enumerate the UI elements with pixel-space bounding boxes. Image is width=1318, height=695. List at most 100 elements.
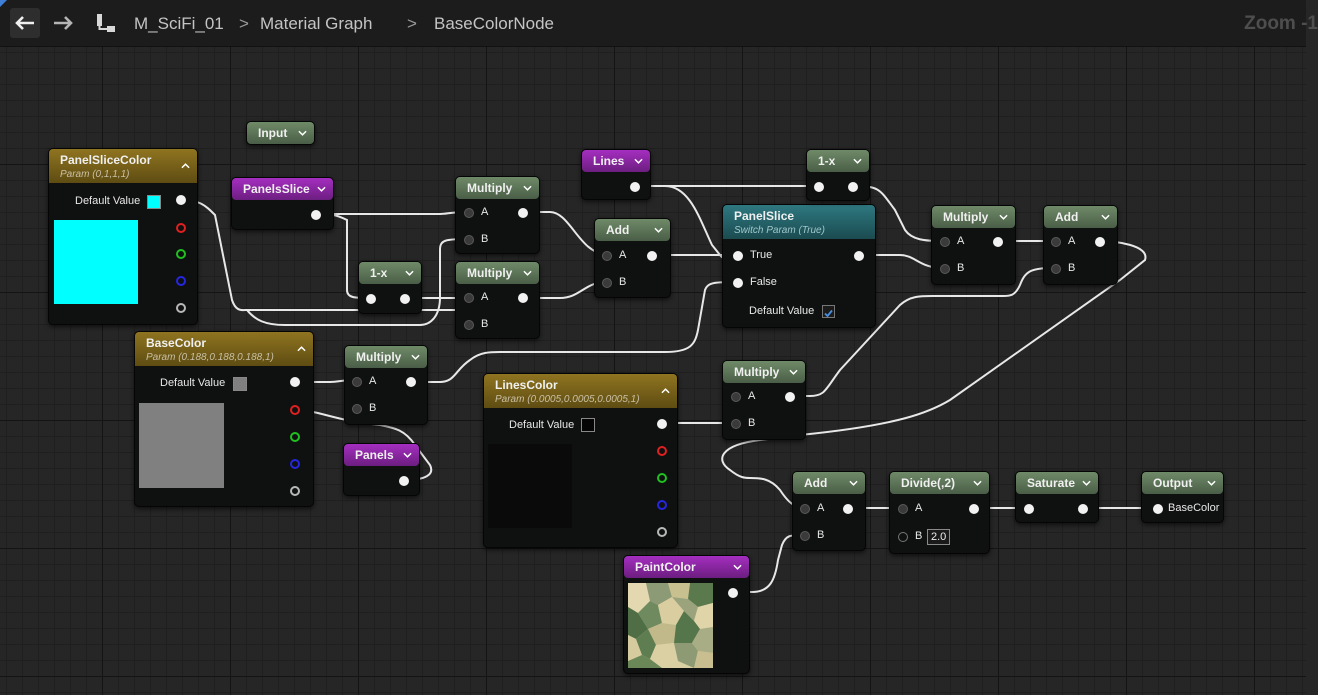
pin-rgb[interactable] [176,195,186,205]
pin-green[interactable] [657,473,667,483]
chevron-down-icon[interactable] [733,563,742,572]
pin-a[interactable] [898,504,908,514]
pin-blue[interactable] [176,276,186,286]
node-one-minus-2[interactable]: 1-x [806,149,870,201]
chevron-down-icon[interactable] [298,129,307,138]
pin-alpha[interactable] [176,303,186,313]
node-input[interactable]: Input [246,121,315,145]
pin-output[interactable] [647,251,657,261]
pin-output[interactable] [406,377,416,387]
chevron-down-icon[interactable] [1082,479,1091,488]
pin-a[interactable] [602,251,612,261]
pin-output[interactable] [518,208,528,218]
node-multiply-4[interactable]: Multiply A B [344,345,428,425]
pin-output[interactable] [399,476,409,486]
pin-b[interactable] [464,320,474,330]
node-one-minus-1[interactable]: 1-x [358,261,422,314]
pin-input[interactable] [1024,504,1034,514]
default-value-swatch[interactable] [581,418,595,432]
chevron-down-icon[interactable] [634,157,643,166]
node-output[interactable]: Output BaseColor [1141,471,1224,523]
chevron-down-icon[interactable] [403,451,412,460]
pin-output[interactable] [843,504,853,514]
default-value-checkbox[interactable] [822,305,835,318]
chevron-down-icon[interactable] [317,185,326,194]
node-add-1[interactable]: Add A B [594,218,671,298]
pin-b[interactable] [602,278,612,288]
node-multiply-2[interactable]: Multiply A B [455,261,540,339]
pin-a[interactable] [464,293,474,303]
pin-rgb[interactable] [657,419,667,429]
default-value-swatch[interactable] [233,377,247,391]
node-panels[interactable]: Panels [343,443,420,496]
pin-a[interactable] [352,377,362,387]
node-base-color[interactable]: BaseColor Param (0.188,0.188,0.188,1) De… [134,331,314,507]
pin-b[interactable] [940,264,950,274]
pin-false[interactable] [733,278,743,288]
pin-output[interactable] [848,182,858,192]
b-value-field[interactable]: 2.0 [927,529,951,545]
pin-output[interactable] [1078,504,1088,514]
pin-blue[interactable] [290,459,300,469]
chevron-down-icon[interactable] [849,479,858,488]
pin-red[interactable] [176,223,186,233]
pin-blue[interactable] [657,500,667,510]
pin-output[interactable] [311,210,321,220]
pin-output[interactable] [518,293,528,303]
chevron-down-icon[interactable] [1101,213,1110,222]
pin-input[interactable] [1153,504,1163,514]
node-divide[interactable]: Divide(,2) A B 2.0 [889,471,990,554]
node-multiply-5[interactable]: Multiply A B [722,360,806,440]
pin-true[interactable] [733,251,743,261]
pin-output[interactable] [728,588,738,598]
pin-green[interactable] [290,432,300,442]
pin-b[interactable] [898,532,908,542]
pin-input[interactable] [366,294,376,304]
chevron-up-icon[interactable] [181,162,190,171]
pin-b[interactable] [464,235,474,245]
node-lines-color[interactable]: LinesColor Param (0.0005,0.0005,0.0005,1… [483,373,678,548]
pin-output[interactable] [630,182,640,192]
pin-red[interactable] [657,446,667,456]
pin-output[interactable] [854,251,864,261]
breadcrumb-node[interactable]: BaseColorNode [434,14,555,33]
pin-output[interactable] [785,392,795,402]
chevron-down-icon[interactable] [411,353,420,362]
pin-a[interactable] [940,237,950,247]
chevron-down-icon[interactable] [654,226,663,235]
chevron-down-icon[interactable] [523,269,532,278]
back-button[interactable] [10,8,40,38]
chevron-down-icon[interactable] [405,269,414,278]
node-multiply-3[interactable]: Multiply A B [931,205,1016,285]
node-saturate[interactable]: Saturate [1015,471,1099,523]
chevron-down-icon[interactable] [789,368,798,377]
pin-output[interactable] [969,504,979,514]
breadcrumb-asset[interactable]: M_SciFi_01 [134,14,224,33]
node-panels-slice[interactable]: PanelsSlice [231,177,334,230]
pin-output[interactable] [400,294,410,304]
pin-a[interactable] [731,392,741,402]
chevron-down-icon[interactable] [973,479,982,488]
pin-b[interactable] [352,404,362,414]
pin-alpha[interactable] [290,486,300,496]
pin-b[interactable] [1051,264,1061,274]
chevron-down-icon[interactable] [523,184,532,193]
pin-b[interactable] [800,531,810,541]
pin-a[interactable] [464,208,474,218]
pin-b[interactable] [731,419,741,429]
node-paint-color[interactable]: PaintColor [623,555,750,674]
node-lines[interactable]: Lines [581,149,651,200]
node-panel-slice-switch[interactable]: PanelSlice Switch Param (True) True Fals… [722,204,876,328]
node-multiply-1[interactable]: Multiply A B [455,176,540,254]
pin-input[interactable] [814,182,824,192]
pin-a[interactable] [800,504,810,514]
pin-a[interactable] [1051,237,1061,247]
pin-red[interactable] [290,405,300,415]
node-add-3[interactable]: Add A B [792,471,866,551]
pin-rgb[interactable] [290,377,300,387]
chevron-down-icon[interactable] [1207,479,1216,488]
pin-green[interactable] [176,249,186,259]
chevron-up-icon[interactable] [297,345,306,354]
forward-button[interactable] [48,8,78,38]
pin-output[interactable] [993,237,1003,247]
